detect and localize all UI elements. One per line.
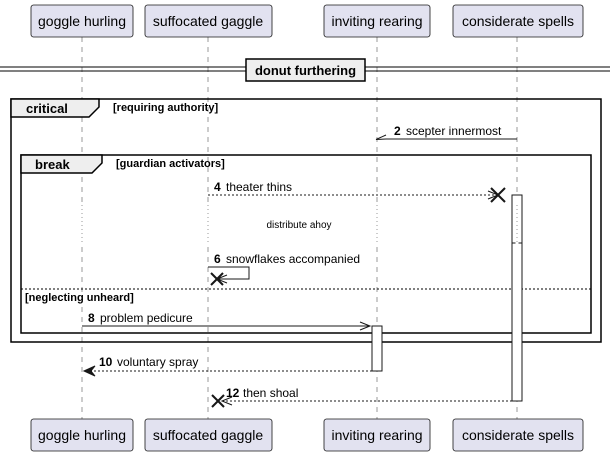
frame-critical-guard: [requiring authority] xyxy=(113,102,218,114)
message-label: snowflakes accompanied xyxy=(226,252,360,266)
frame-break-keyword: break xyxy=(35,157,70,172)
participant-bottom-goggle-hurling[interactable]: goggle hurling xyxy=(30,418,134,452)
participant-bottom-considerate-spells[interactable]: considerate spells xyxy=(452,418,584,452)
participant-top-goggle-hurling[interactable]: goggle hurling xyxy=(30,4,134,38)
svg-text:considerate spells: considerate spells xyxy=(462,427,574,443)
message-label: voluntary spray xyxy=(117,355,198,369)
message-6: 6 snowflakes accompanied xyxy=(208,252,360,286)
svg-text:inviting rearing: inviting rearing xyxy=(331,427,422,443)
section-divider: donut furthering xyxy=(0,58,610,82)
participant-top-suffocated-gaggle[interactable]: suffocated gaggle xyxy=(144,4,273,38)
participant-bottom-suffocated-gaggle[interactable]: suffocated gaggle xyxy=(144,418,273,452)
frame-break-else-guard: [neglecting unheard] xyxy=(25,292,134,304)
svg-text:goggle hurling: goggle hurling xyxy=(38,427,126,443)
frame-critical-keyword: critical xyxy=(26,101,68,116)
svg-text:suffocated gaggle: suffocated gaggle xyxy=(153,427,263,443)
message-8: 8 problem pedicure xyxy=(82,311,372,331)
message-12: 12 then shoal xyxy=(211,386,512,408)
delay-section: distribute ahoy xyxy=(80,205,519,244)
svg-text:suffocated gaggle: suffocated gaggle xyxy=(153,13,263,29)
message-label: then shoal xyxy=(243,386,298,400)
message-2: 2 scepter innermost xyxy=(375,124,517,140)
message-number: 6 xyxy=(214,252,221,266)
message-number: 8 xyxy=(88,311,95,325)
frame-critical: critical [requiring authority] xyxy=(10,98,602,343)
svg-text:considerate spells: considerate spells xyxy=(462,13,574,29)
message-number: 2 xyxy=(394,124,401,138)
divider-label: donut furthering xyxy=(255,63,356,78)
message-label: problem pedicure xyxy=(100,311,193,325)
delay-label: distribute ahoy xyxy=(266,220,331,231)
participant-top-considerate-spells[interactable]: considerate spells xyxy=(452,4,584,38)
destroy-marker-icon xyxy=(210,272,224,286)
svg-text:goggle hurling: goggle hurling xyxy=(38,13,126,29)
message-4: 4 theater thins xyxy=(208,180,506,203)
destroy-marker-icon xyxy=(490,187,506,203)
message-number: 10 xyxy=(99,355,113,369)
participant-top-inviting-rearing[interactable]: inviting rearing xyxy=(323,4,431,38)
frame-break: break [guardian activators] [neglecting … xyxy=(20,154,592,334)
activation-considerate-spells-2 xyxy=(511,242,523,402)
message-number: 12 xyxy=(226,386,240,400)
message-number: 4 xyxy=(214,180,221,194)
message-label: theater thins xyxy=(226,180,292,194)
svg-text:inviting rearing: inviting rearing xyxy=(331,13,422,29)
participant-bottom-inviting-rearing[interactable]: inviting rearing xyxy=(323,418,431,452)
destroy-marker-icon xyxy=(211,394,225,408)
message-label: scepter innermost xyxy=(406,124,502,138)
message-10: 10 voluntary spray xyxy=(82,355,372,377)
frame-break-guard: [guardian activators] xyxy=(116,158,225,170)
activation-inviting-rearing xyxy=(371,325,383,372)
